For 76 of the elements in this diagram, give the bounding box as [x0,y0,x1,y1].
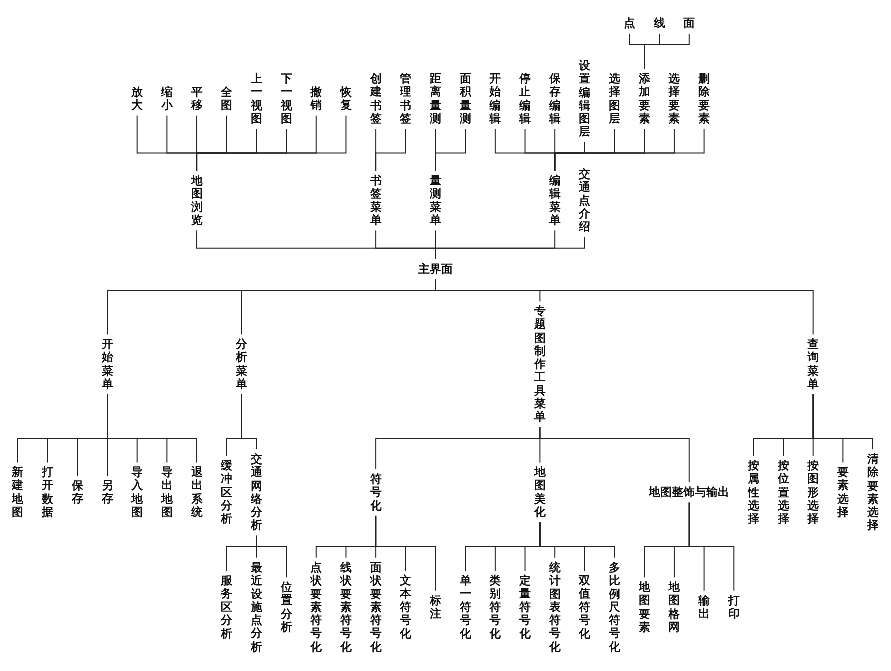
node-text: 地图美化 [534,465,546,519]
node-text: 选择图层 [609,72,621,126]
node-text: 清除要素选择 [867,452,879,532]
node-text: 选择要素 [668,72,680,126]
node-text: 文本符号化 [400,574,412,640]
node-text: 交通网络分析 [250,452,262,532]
node-text: 添加要素 [638,72,650,126]
node-text: 面 [684,16,696,30]
node-text: 面积量测 [460,72,472,126]
node-text: 距离量测 [430,72,442,126]
node-text: 开始菜单 [102,337,114,391]
node-text: 查询菜单 [808,337,820,391]
node-text: 退出系统 [191,465,203,519]
node-text: 位置分析 [280,580,292,634]
node-text: 下一视图 [280,72,292,126]
node-text: 缩小 [161,85,173,112]
node-text: 地图格网 [668,580,680,634]
connector [554,128,705,172]
connector [376,128,406,172]
connector [196,114,347,172]
node-text: 按图形选择 [808,458,820,526]
node-text: 多比例尺符号化 [609,560,621,654]
node-text: 地图浏览 [191,174,203,228]
node-text: 保存编辑 [549,72,561,126]
node-text: 交通点介绍 [579,167,591,234]
node-text: 输出 [698,594,710,621]
connector [644,33,690,70]
node-text: 导入地图 [132,465,144,519]
node-text: 保存 [72,478,84,506]
node-text: 双值符号化 [579,574,591,640]
node-text: 分析菜单 [236,337,248,391]
node-text: 专题图制作工具菜单 [534,304,546,424]
node-text: 管理书签 [400,72,412,126]
connector [688,502,735,592]
node-text: 放大 [132,85,144,112]
node-text: 最近设施点分析 [250,560,262,654]
node-text: 定量符号化 [520,574,532,640]
node-text: 打印 [728,594,740,621]
node-text: 主界面 [418,262,453,276]
node-text: 设置编辑图层 [579,58,591,139]
connector [435,278,814,336]
node-text: 书签菜单 [370,174,382,228]
node-text: 统计图表符号化 [549,560,561,654]
node-text: 另存 [102,478,114,506]
node-text: 导出地图 [161,465,173,519]
node-text: 撤销 [310,85,322,112]
node-text: 类别符号化 [490,574,502,640]
node-text: 服务区分析 [221,574,233,640]
connector [107,394,198,464]
node-text: 删除要素 [698,72,710,126]
node-text: 平移 [191,85,203,112]
node-text: 点 [624,16,636,30]
connector [376,515,436,592]
node-text: 编辑菜单 [549,174,561,228]
node-text: 地图要素 [638,580,650,634]
node-text: 标注 [430,594,442,621]
connector [540,522,616,559]
node-text: 停止编辑 [520,72,532,126]
node-text: 地图整饰与输出 [649,485,730,500]
node-text: 缓冲区分析 [221,458,233,526]
node-text: 要素选择 [837,465,849,519]
node-text: 单一符号化 [460,574,472,640]
connector [241,394,258,450]
node-text: 量测菜单 [430,174,442,228]
connector [435,236,586,260]
node-text: 按位置选择 [778,458,790,526]
connector [812,394,874,450]
connector [435,128,466,172]
connector [256,534,288,579]
node-text: 全图 [221,85,233,112]
node-text: 开始编辑 [490,72,502,126]
node-text: 符号化 [370,472,382,512]
node-text: 线 [654,16,666,30]
node-text: 上一视图 [250,72,262,126]
connector [540,426,690,484]
node-text: 打开数据 [42,465,54,519]
